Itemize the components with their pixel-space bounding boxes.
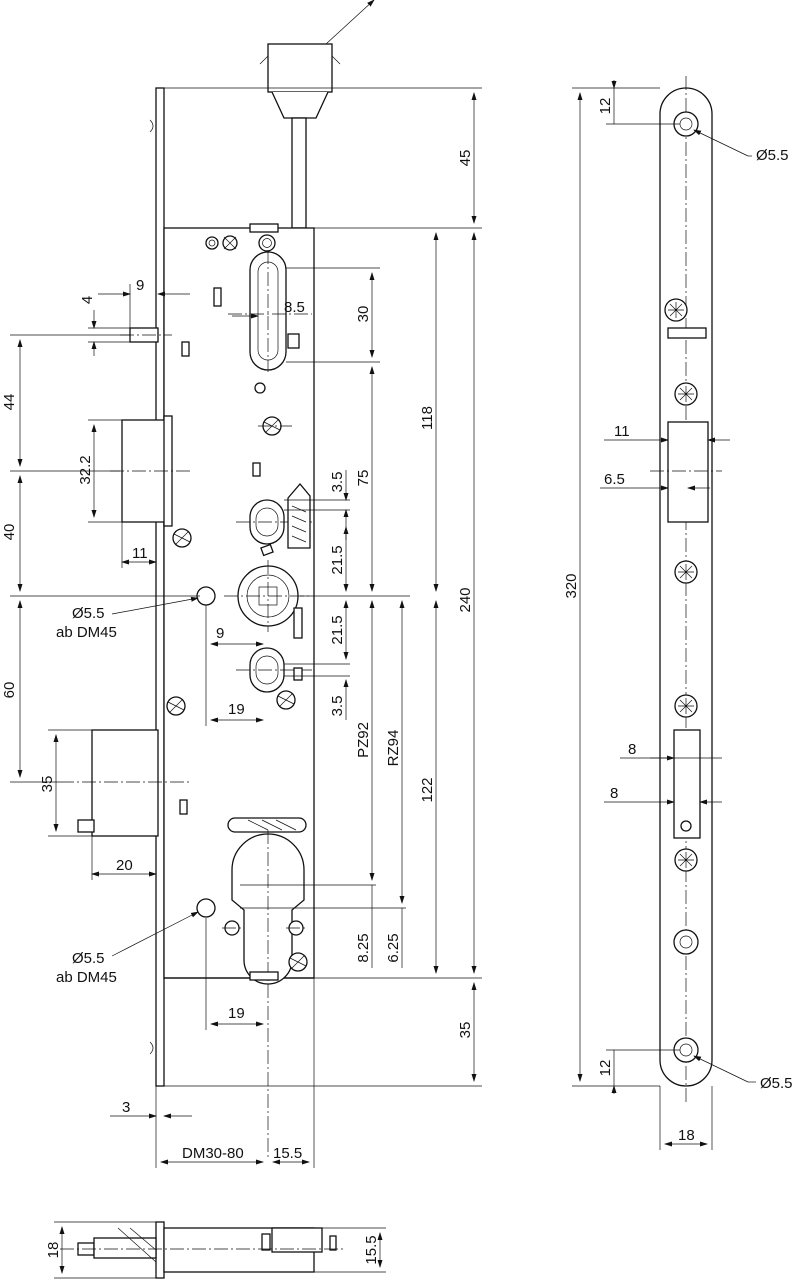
faceplate-front-view: [650, 76, 722, 1104]
connecting-rod: [259, 0, 375, 229]
dim-3-5-top: 3.5: [329, 472, 346, 493]
dim-d5-5-upper: Ø5.5: [72, 605, 105, 622]
dim-60: 60: [1, 682, 18, 699]
dimensions-faceplate: 320 12 Ø5.5 11 6.5 8 8 12 Ø5.5: [563, 80, 793, 1150]
dim-118: 118: [419, 406, 436, 430]
dim-18-top-view: 18: [45, 1242, 62, 1259]
dim-21-5-bot: 21.5: [329, 615, 346, 644]
dim-dm30-80: DM30-80: [182, 1145, 244, 1162]
dim-12-top: 12: [597, 98, 614, 115]
dim-20: 20: [116, 857, 133, 874]
dim-d5-5-fp-bot: Ø5.5: [760, 1075, 793, 1092]
dim-d5-5-fp-top: Ø5.5: [756, 147, 789, 164]
dim-11-left: 11: [132, 545, 148, 562]
dim-45: 45: [457, 150, 474, 167]
dim-rz94: RZ94: [385, 730, 402, 767]
dim-d5-5-lower: Ø5.5: [72, 950, 105, 967]
dim-320: 320: [563, 573, 580, 598]
dim-35-left: 35: [39, 776, 56, 793]
dim-15-5-top-view: 15.5: [363, 1235, 380, 1264]
dimensions-main: 9 4 44 40 60 32.2 11 Ø5.5 ab DM45: [1, 87, 482, 1168]
dim-122: 122: [419, 777, 436, 802]
dim-75: 75: [355, 470, 372, 487]
dimensions-top-view: 18 15.5: [45, 1221, 386, 1279]
dim-18-fp: 18: [678, 1127, 695, 1144]
dim-pz92: PZ92: [355, 722, 372, 758]
dim-35-right: 35: [457, 1022, 474, 1039]
dim-19-lower: 19: [228, 1005, 245, 1022]
dim-9-mid: 9: [216, 625, 224, 642]
dim-11-fp: 11: [614, 423, 630, 440]
faceplate-side: [155, 87, 165, 1087]
dim-240: 240: [457, 587, 474, 612]
dim-21-5-top: 21.5: [329, 545, 346, 574]
dim-3: 3: [122, 1099, 130, 1116]
dim-8-25: 8.25: [355, 933, 372, 962]
dim-ab-lower: ab DM45: [56, 969, 117, 986]
dim-30: 30: [355, 306, 372, 323]
dim-12-bot: 12: [597, 1060, 614, 1077]
dim-15-5: 15.5: [273, 1145, 302, 1162]
top-view: [60, 1221, 344, 1279]
dim-19-upper: 19: [228, 701, 245, 718]
dim-44: 44: [1, 394, 18, 411]
dim-8-fp-b: 8: [610, 785, 618, 802]
deadbolt: [60, 729, 190, 837]
dim-40: 40: [1, 524, 18, 541]
dim-8-5: 8.5: [284, 299, 305, 316]
dim-32-2: 32.2: [77, 455, 94, 484]
dim-3-5-bot: 3.5: [329, 696, 346, 717]
dim-8-fp-a: 8: [628, 741, 636, 758]
dim-6-25: 6.25: [385, 933, 402, 962]
dim-6-5-fp: 6.5: [604, 471, 625, 488]
dim-ab-upper: ab DM45: [56, 624, 117, 641]
latch-bolt: [110, 415, 192, 527]
dim-4: 4: [79, 296, 96, 304]
dim-9-top: 9: [136, 277, 144, 294]
lock-side-view: [60, 0, 406, 1160]
